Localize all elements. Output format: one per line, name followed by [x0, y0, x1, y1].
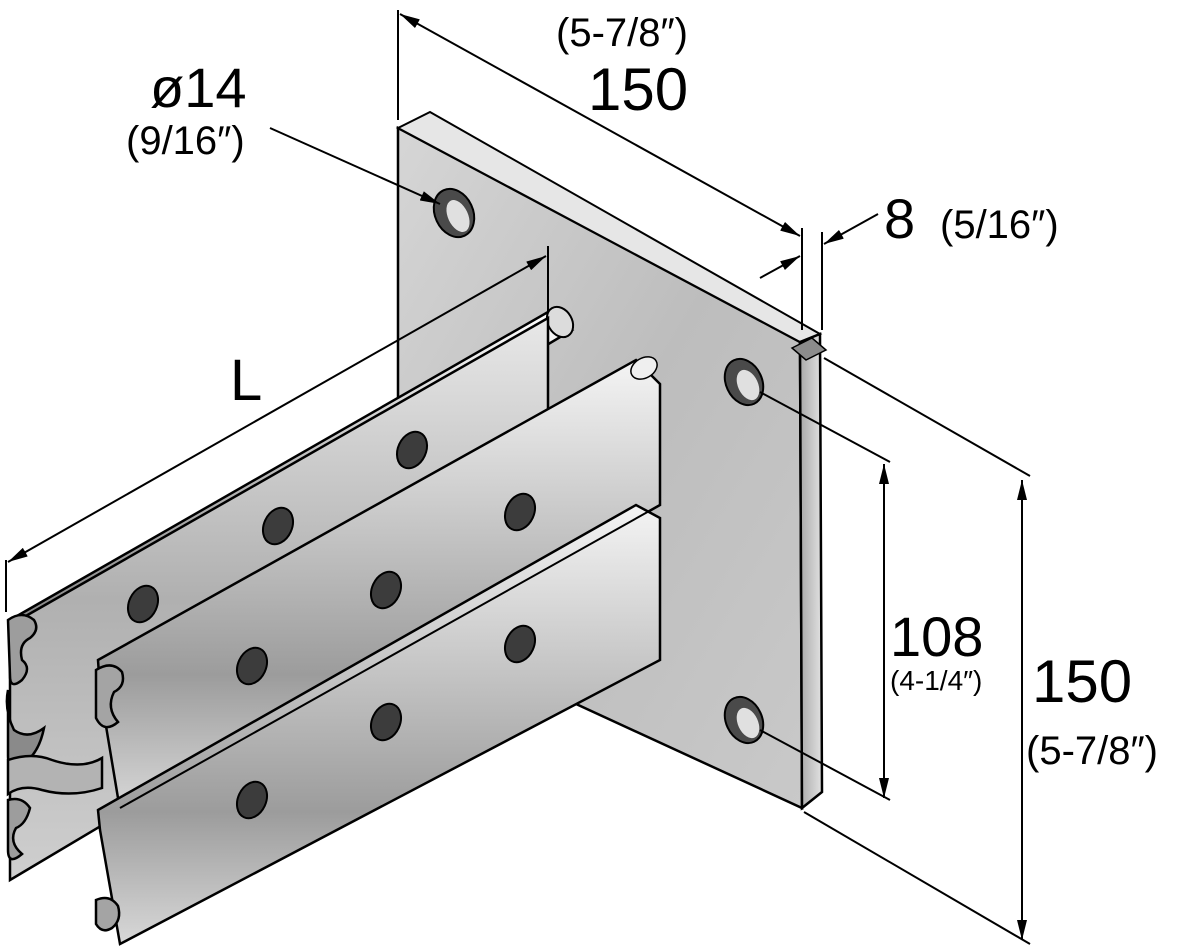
plate-hole-bottom-right: [723, 695, 765, 745]
plate-height-label: 150: [1032, 648, 1132, 715]
plate-width-imperial: (5-7/8″): [556, 11, 688, 55]
length-label: L: [230, 348, 262, 413]
dimension-lines: [5, 10, 1031, 945]
plate-thickness-imperial: (5/16″): [940, 203, 1059, 247]
plate-height-imperial: (5-7/8″): [1026, 729, 1158, 773]
hole-spacing-label: 108: [890, 605, 983, 668]
hole-dia-imperial: (9/16″): [126, 119, 245, 163]
hole-spacing-imperial: (4-1/4″): [890, 665, 982, 696]
plate-hole-top-right: [723, 357, 765, 407]
plate-thickness-label: 8: [884, 187, 915, 250]
plate-width-label: 150: [588, 56, 688, 123]
dimension-labels: ø14 (9/16″) (5-7/8″) 150 8 (5/16″) L 108…: [126, 11, 1158, 773]
hole-dia-label: ø14: [150, 56, 247, 119]
